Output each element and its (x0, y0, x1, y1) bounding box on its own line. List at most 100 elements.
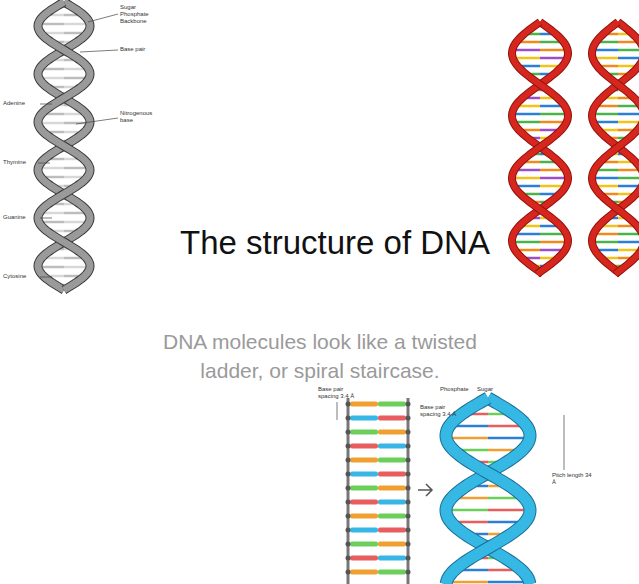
helix-stroke (38, 2, 90, 290)
base-bar (350, 542, 378, 547)
base-bar (378, 444, 406, 449)
base-bar (378, 570, 406, 575)
base-bar (350, 556, 378, 561)
ladder-dot (406, 402, 411, 407)
base-rung (618, 169, 639, 172)
helix-stroke (592, 22, 639, 274)
helix-stroke (512, 22, 568, 274)
base-bar (378, 514, 406, 519)
helix-stroke (38, 2, 90, 290)
base-rung (618, 57, 639, 60)
ladder-dot (346, 430, 351, 435)
part-label: Nitrogenous base (120, 110, 156, 124)
part-label: Base pair spacing 3.4 Å (420, 404, 460, 418)
base-rung (618, 49, 639, 52)
base-bar (350, 444, 378, 449)
ladder-rail (347, 398, 350, 584)
ladder-dot (406, 542, 411, 547)
helix-stroke (512, 22, 568, 274)
base-rung (618, 241, 639, 244)
ladder-dot (346, 486, 351, 491)
base-bar (350, 500, 378, 505)
helix-stroke (446, 398, 530, 584)
base-rung (618, 177, 639, 180)
base-bar (350, 430, 378, 435)
base-rung (618, 121, 639, 124)
ladder-dot (406, 528, 411, 533)
ladder-dot (406, 500, 411, 505)
grey-helix (38, 2, 90, 290)
ladder-dot (406, 430, 411, 435)
base-bar (378, 402, 406, 407)
part-label: Adenine (3, 100, 39, 107)
ladder-dot (346, 416, 351, 421)
part-label: Sugar Phosphate Backbone (120, 4, 156, 25)
helix-stroke (592, 22, 639, 274)
base-bar (350, 402, 378, 407)
base-bar (350, 528, 378, 533)
red-helix (512, 22, 639, 274)
part-label: Phosphate (440, 386, 476, 393)
ladder-dot (406, 458, 411, 463)
leader-lines (38, 14, 564, 470)
ladder-dot (346, 570, 351, 575)
ladder-dot (346, 556, 351, 561)
ladder-dot (406, 416, 411, 421)
base-rung (540, 177, 568, 180)
part-label: Sugar (477, 386, 501, 393)
helix-stroke (592, 22, 639, 274)
base-bar (350, 514, 378, 519)
base-rung (618, 233, 639, 236)
ladder-dot (406, 486, 411, 491)
arrow (418, 484, 432, 496)
ladder-dot (346, 472, 351, 477)
helix-stroke (446, 398, 530, 584)
ladder-dot (406, 472, 411, 477)
part-label: Base pair (120, 46, 160, 53)
ladder-dot (406, 514, 411, 519)
ladder-dot (346, 402, 351, 407)
base-bar (378, 528, 406, 533)
blue-helix (446, 398, 530, 584)
helix-stroke (446, 398, 530, 584)
base-bar (378, 556, 406, 561)
slide-subtitle: DNA molecules look like a twisted ladder… (145, 327, 495, 385)
base-bar (350, 458, 378, 463)
ladder-rail (407, 398, 410, 584)
base-bar (350, 416, 378, 421)
base-bar (378, 416, 406, 421)
helix-stroke (38, 2, 90, 290)
ladder-dot (346, 458, 351, 463)
base-bar (378, 542, 406, 547)
base-bar (378, 472, 406, 477)
base-bar (378, 430, 406, 435)
ladder-model (346, 398, 433, 584)
base-bar (378, 500, 406, 505)
ladder-dot (406, 570, 411, 575)
base-rung (512, 177, 540, 180)
part-label: Pitch length 34 Å (552, 472, 592, 486)
slide-title: The structure of DNA (150, 224, 520, 262)
part-label: Base pair spacing 3.4 Å (318, 386, 358, 400)
helix-stroke (512, 22, 568, 274)
base-rung (618, 185, 639, 188)
helix-stroke (512, 22, 568, 274)
base-bar (350, 570, 378, 575)
helix-stroke (592, 22, 639, 274)
ladder-dot (346, 528, 351, 533)
ladder-dot (406, 444, 411, 449)
part-label: Thymine (3, 159, 37, 166)
ladder-dot (346, 500, 351, 505)
part-label: Cytosine (3, 273, 39, 280)
helix-stroke (38, 2, 90, 290)
ladder-dot (346, 542, 351, 547)
base-bar (378, 458, 406, 463)
ladder-dot (346, 514, 351, 519)
ladder-dot (346, 444, 351, 449)
base-rung (618, 113, 639, 116)
base-bar (378, 486, 406, 491)
helix-stroke (446, 398, 530, 584)
ladder-dot (406, 556, 411, 561)
base-bar (350, 472, 378, 477)
